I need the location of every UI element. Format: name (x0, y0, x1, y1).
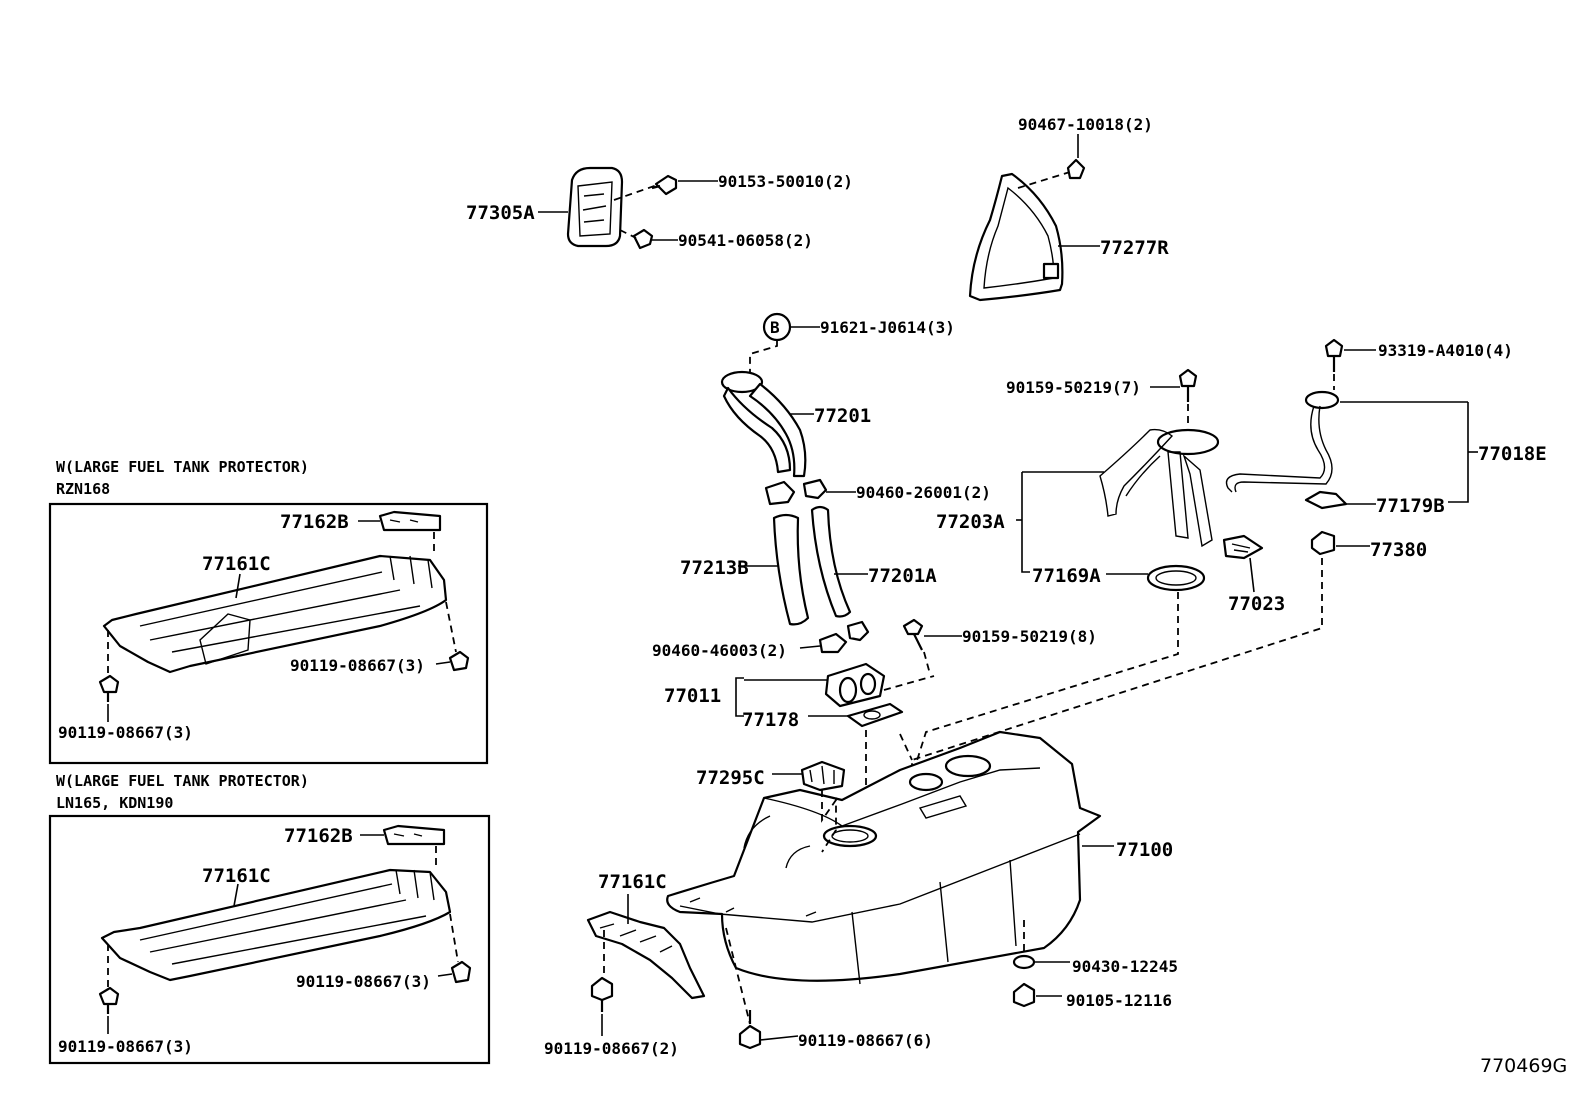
label-77023: 77023 (1228, 593, 1285, 615)
inset1-label-77162B: 77162B (280, 511, 349, 533)
washer-90430 (1012, 920, 1070, 970)
label-90119-6: 90119-08667(6) (798, 1031, 933, 1050)
hose-77201A (810, 505, 868, 618)
label-77100: 77100 (1116, 839, 1173, 861)
bolt-90119-2 (590, 976, 614, 1036)
label-90460-46003: 90460-46003(2) (652, 641, 787, 660)
label-90541: 90541-06058(2) (678, 231, 813, 250)
label-93319: 93319-A4010(4) (1378, 341, 1513, 360)
label-90460-26001: 90460-26001(2) (856, 483, 991, 502)
gasket-77179B (1304, 490, 1376, 510)
label-77018E: 77018E (1478, 443, 1547, 465)
hose-77213B (738, 513, 810, 626)
label-77178: 77178 (742, 709, 799, 731)
clip-90541 (619, 228, 678, 250)
bracket-77277R (968, 171, 1100, 302)
label-77277R: 77277R (1100, 237, 1169, 259)
filler-lid-77305A (538, 166, 661, 248)
label-77011: 77011 (664, 685, 721, 707)
inset2-frame (48, 814, 491, 1065)
label-77179B: 77179B (1376, 495, 1445, 517)
inset1-heading-line2: RZN168 (56, 480, 110, 498)
callout-B: B (749, 312, 820, 372)
inset1-frame (48, 502, 489, 765)
label-90430: 90430-12245 (1072, 957, 1178, 976)
label-77213B: 77213B (680, 557, 749, 579)
label-77305A: 77305A (466, 202, 535, 224)
inset1-protector (98, 510, 470, 722)
gauge-77018E (1225, 390, 1478, 503)
bolt-93319 (1324, 338, 1376, 390)
gasket-77169A (913, 564, 1206, 771)
fuel-tank-77100 (666, 730, 1114, 985)
clip-90467 (1066, 134, 1086, 180)
inlet-77011 (735, 662, 935, 728)
label-77169A: 77169A (1032, 565, 1101, 587)
bolt-90159-8 (902, 618, 962, 675)
label-90159-7: 90159-50219(7) (1006, 378, 1141, 397)
label-77201A: 77201A (868, 565, 937, 587)
inset1-label-77161C: 77161C (202, 553, 271, 575)
label-90119-2: 90119-08667(2) (544, 1039, 679, 1058)
filler-pipe-77201 (720, 370, 814, 478)
pump-77203A (1016, 428, 1220, 573)
label-77201: 77201 (814, 405, 871, 427)
inset2-protector (98, 824, 472, 1034)
cap-77380 (911, 530, 1370, 790)
clamp-77295C (772, 760, 846, 853)
label-90159-8: 90159-50219(8) (962, 627, 1097, 646)
label-90467: 90467-10018(2) (1018, 115, 1153, 134)
label-77380: 77380 (1370, 539, 1427, 561)
filter-77023 (1222, 534, 1264, 593)
protector-77161C-main (586, 894, 706, 1000)
clamps-90460-26001 (764, 478, 856, 506)
inset2-label-90119-right: 90119-08667(3) (296, 972, 431, 991)
screw-90153 (651, 174, 718, 196)
bolt-90159-7 (1150, 368, 1198, 426)
label-90153: 90153-50010(2) (718, 172, 853, 191)
label-77295C: 77295C (696, 767, 765, 789)
inset1-label-90119-right: 90119-08667(3) (290, 656, 425, 675)
label-77203A: 77203A (936, 511, 1005, 533)
label-77161C-main: 77161C (598, 871, 667, 893)
inset1-label-90119-left: 90119-08667(3) (58, 723, 193, 742)
inset2-label-77162B: 77162B (284, 825, 353, 847)
bolt-90119-6 (725, 927, 799, 1050)
inset2-label-77161C: 77161C (202, 865, 271, 887)
label-90105: 90105-12116 (1066, 991, 1172, 1010)
diagram-code: 770469G (1480, 1055, 1567, 1077)
inset1-heading-line1: W(LARGE FUEL TANK PROTECTOR) (56, 458, 309, 476)
callout-B-letter: B (770, 318, 780, 337)
clamps-90460-46003 (799, 620, 870, 654)
inset2-heading-line2: LN165, KDN190 (56, 794, 173, 812)
label-91621: 91621-J0614(3) (820, 318, 955, 337)
bolt-90105 (1012, 982, 1062, 1008)
inset2-label-90119-left: 90119-08667(3) (58, 1037, 193, 1056)
inset2-heading-line1: W(LARGE FUEL TANK PROTECTOR) (56, 772, 309, 790)
